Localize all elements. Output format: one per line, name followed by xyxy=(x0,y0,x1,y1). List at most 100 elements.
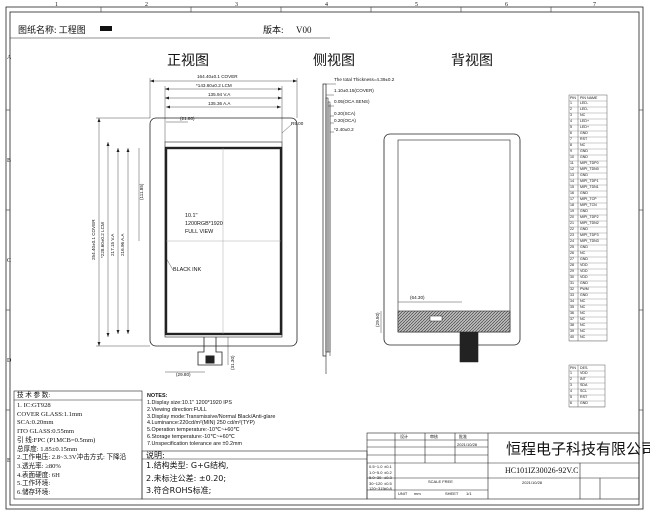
pin-name: GND xyxy=(580,154,588,159)
row-label: A xyxy=(7,55,12,61)
pin-number: 32 xyxy=(570,286,574,291)
pin-number: 29 xyxy=(570,268,574,273)
pin-name: GND xyxy=(580,244,588,249)
pin-name: NC xyxy=(580,112,586,117)
pin-number: 5 xyxy=(570,124,572,129)
pin-name: NC xyxy=(580,334,586,339)
tech-param-line: COVER GLASS:1.1mm xyxy=(17,410,83,418)
tech-param-line: 1. IC:GT928 xyxy=(17,402,51,409)
note-line: 6.Storage temperature:-10℃~+60℃ xyxy=(147,434,235,440)
pin-number: 11 xyxy=(570,160,574,165)
pin-name: NC xyxy=(580,304,586,309)
dim-lcm-height: *228.60±0.2 LCM xyxy=(100,222,105,258)
pin-name-header: PIN NAME xyxy=(580,96,598,100)
dim-oca: 0.20(OCA) xyxy=(334,118,356,123)
note-line: 2.Viewing direction:FULL xyxy=(147,406,207,413)
pin-name: MIPI_TDN3 xyxy=(580,238,599,243)
tolerance-value: ±0.5 xyxy=(384,480,392,486)
pin-table-grid xyxy=(569,100,607,341)
col-label: 5 xyxy=(415,2,418,8)
dim-back-fpc-offset: (64.30) xyxy=(410,295,425,300)
pin-number: 12 xyxy=(570,166,574,171)
pin-name: GND xyxy=(580,130,588,135)
pin-number: 26 xyxy=(570,250,574,255)
pin-number: 24 xyxy=(570,238,574,243)
col-label: 4 xyxy=(325,2,328,8)
pin-number: 2 xyxy=(570,106,572,111)
explanation-line: 2.未标注公差: ±0.20; xyxy=(146,473,227,483)
tech-params-title: 技 术 参 数: xyxy=(17,392,51,399)
pin-number: 19 xyxy=(570,208,574,213)
sheet-label: SHEET xyxy=(445,491,459,496)
pin-name: GND xyxy=(580,280,588,285)
tp-pin-number: 2 xyxy=(570,376,572,381)
col-label: 1 xyxy=(55,2,58,8)
pin-name: LED- xyxy=(580,100,589,105)
dim-fpc-height: (31.30) xyxy=(230,355,235,370)
pin-number: 38 xyxy=(570,322,574,327)
dim-back-fpc-height: (29.50) xyxy=(375,312,380,327)
pin-name: MIPI_TDN1 xyxy=(580,184,599,189)
row-label: C xyxy=(7,258,12,264)
col-label: 7 xyxy=(593,2,596,8)
front-view-title: 正视图 xyxy=(167,53,209,69)
tolerance-range: 0.5~1.0 xyxy=(369,464,383,469)
row-label: B xyxy=(7,158,12,164)
pin-number: 17 xyxy=(570,196,574,201)
version-value: V00 xyxy=(296,25,312,35)
tech-param-line: 引 线:FPC (P1MCB=0.5mm) xyxy=(17,436,96,444)
tech-param-line: 5.工作环境: xyxy=(17,480,51,488)
row-label: D xyxy=(7,358,12,364)
row-label: E xyxy=(7,458,11,464)
display-view-mode: FULL VIEW xyxy=(185,229,214,235)
tech-param-line: 4.表面硬度: 6H xyxy=(17,471,60,479)
tolerance-range: 30~120 xyxy=(369,480,383,486)
tolerance-range: 120~315 xyxy=(369,486,385,491)
part-date: 2021/10/28 xyxy=(522,480,543,485)
tech-param-line: ITO GLASS:0.55mm xyxy=(17,428,75,436)
pin-name: GND xyxy=(580,256,588,261)
pin-name: VDD xyxy=(580,274,588,279)
title-date: 2021/10/28 xyxy=(457,442,478,447)
pin-name: NC xyxy=(580,142,586,147)
tp-pin-table-grid xyxy=(569,370,605,407)
explanation-line: 3.符合ROHS标准; xyxy=(146,486,212,495)
tp-pin-number: 5 xyxy=(570,394,572,399)
pin-name: NC xyxy=(580,316,586,321)
note-line: 3.Display mode:Transmissive/Normal Black… xyxy=(147,413,276,420)
pin-number: 9 xyxy=(570,148,572,153)
pin-name: NC xyxy=(580,250,586,255)
pin-number: 16 xyxy=(570,190,574,195)
pin-number: 34 xyxy=(570,298,574,303)
pin-number: 18 xyxy=(570,202,574,207)
pin-number: 23 xyxy=(570,232,574,237)
col-label: 2 xyxy=(145,2,148,8)
dim-corner: R5.00 xyxy=(291,121,304,126)
pin-number: 3 xyxy=(570,112,572,117)
tp-pin-number: 3 xyxy=(570,382,572,387)
pin-number: 15 xyxy=(570,184,574,189)
pin-number: 4 xyxy=(570,118,572,123)
col-label: 3 xyxy=(235,2,238,8)
tolerance-value: ±0.2 xyxy=(384,469,392,475)
tolerance-value: ±0.1 xyxy=(384,464,392,469)
pin-name: MIPI_TDP0 xyxy=(580,160,599,165)
tp-pin-number: 6 xyxy=(570,400,572,405)
company-name: 恒程电子科技有限公司 xyxy=(506,440,650,458)
tech-param-line: SCA:0.20mm xyxy=(17,419,54,427)
dim-cover-width: 164.40±0.1 COVER xyxy=(197,74,238,79)
pin-name: NC xyxy=(580,310,586,315)
tolerance-value: ±0.3 xyxy=(384,475,392,480)
pin-name: GND xyxy=(580,148,588,153)
note-line: 1.Display size:10.1" 1200*1920 IPS xyxy=(147,400,232,406)
unit-label: UNIT xyxy=(398,491,408,496)
dim-va-width: 135.94 V.A xyxy=(208,92,231,97)
pin-name: LED- xyxy=(580,106,589,111)
pin-name: MIPI_TCP xyxy=(580,196,597,201)
pin-name: MIPI_TDN0 xyxy=(580,166,599,171)
sheet-value: 1/1 xyxy=(466,491,472,496)
notes-title: NOTES: xyxy=(147,393,168,399)
tp-pin-number: 4 xyxy=(570,388,572,393)
tolerance-range: 1.0~5.0 xyxy=(369,469,383,475)
